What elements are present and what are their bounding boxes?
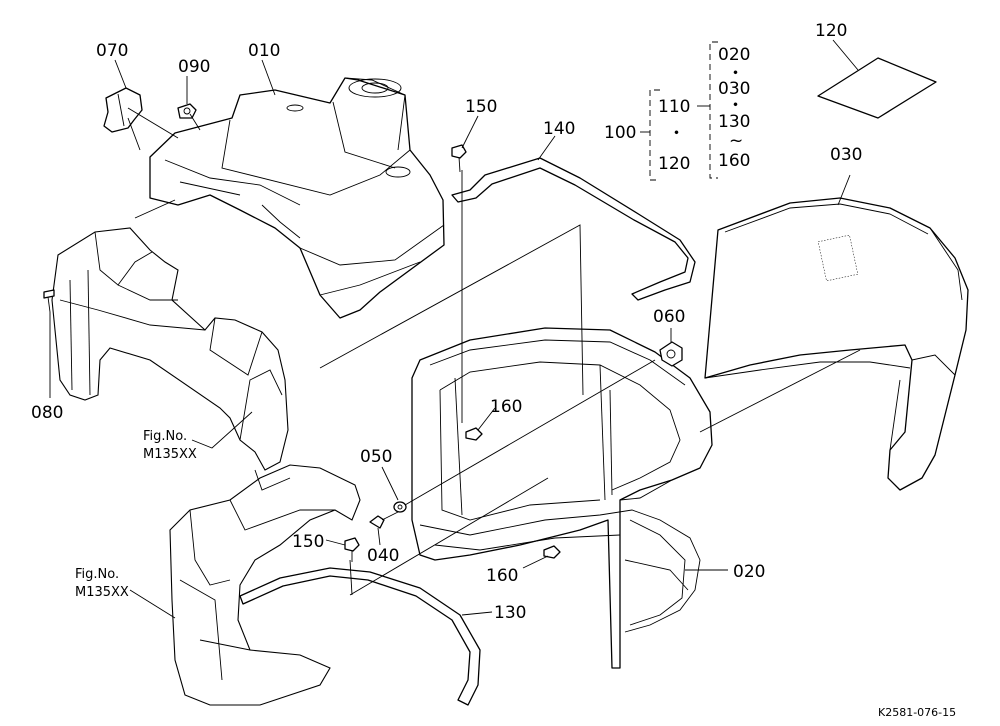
fig-ref-upper: Fig.No. M135XX — [143, 429, 197, 462]
part-150-bolt-top — [451, 144, 467, 173]
set-020: 020 — [718, 45, 750, 65]
kit-dot-2: ・ — [727, 64, 744, 84]
part-040-bolt — [369, 511, 399, 529]
label-080: 080 — [31, 403, 63, 423]
part-080-screw — [43, 289, 55, 313]
label-120-sheet: 120 — [815, 21, 847, 41]
label-140: 140 — [543, 119, 575, 139]
part-140-rod — [451, 157, 696, 301]
part-150-bolt-bottom — [344, 537, 360, 562]
part-160-grommet-bottom — [543, 545, 561, 559]
kit-dot-3: ・ — [727, 96, 744, 116]
left-frame-upper — [51, 227, 289, 471]
assembly-guide-lines — [127, 107, 861, 596]
label-050: 050 — [360, 447, 392, 467]
label-060: 060 — [653, 307, 685, 327]
label-130: 130 — [494, 603, 526, 623]
fig-ref-lower-line2: M135XX — [75, 585, 129, 600]
label-090: 090 — [178, 57, 210, 77]
drawing-number: K2581-076-15 — [878, 706, 956, 719]
label-020: 020 — [733, 562, 765, 582]
part-020-shroud — [411, 327, 713, 669]
part-120-sheet — [817, 57, 937, 119]
label-010: 010 — [248, 41, 280, 61]
set-130: 130 — [718, 112, 750, 132]
fig-ref-lower-line1: Fig.No. — [75, 567, 119, 582]
set-tilde: ~ — [729, 131, 743, 151]
set-030: 030 — [718, 79, 750, 99]
label-150-top: 150 — [465, 97, 497, 117]
label-150-bottom: 150 — [292, 532, 324, 552]
callout-leaders — [49, 39, 859, 619]
label-120-kit: 120 — [658, 154, 690, 174]
callout-labels: 070 090 010 150 140 120 030 060 160 050 … — [31, 21, 862, 623]
fig-ref-upper-line2: M135XX — [143, 447, 197, 462]
label-110: 110 — [658, 97, 690, 117]
part-090-nut — [177, 103, 197, 119]
part-030-side-cover — [704, 197, 969, 491]
part-070-bracket — [103, 87, 143, 133]
label-160-center: 160 — [490, 397, 522, 417]
kit-breakdown: 100 110 ・ 120 020 ・ 030 ・ 130 ~ 160 — [604, 41, 750, 181]
part-050-washer — [393, 501, 407, 513]
label-160-bottom: 160 — [486, 566, 518, 586]
fig-ref-lower: Fig.No. M135XX — [75, 567, 129, 600]
part-130-rod — [239, 567, 481, 706]
part-060-knob — [659, 341, 683, 367]
part-010-top-cover — [149, 77, 445, 319]
left-frame-lower — [169, 464, 361, 706]
part-160-grommet-center — [465, 427, 483, 441]
label-070: 070 — [96, 41, 128, 61]
kit-dot-1: ・ — [668, 124, 685, 144]
label-030: 030 — [830, 145, 862, 165]
fig-ref-upper-line1: Fig.No. — [143, 429, 187, 444]
label-040: 040 — [367, 546, 399, 566]
label-100: 100 — [604, 123, 636, 143]
set-160: 160 — [718, 151, 750, 171]
